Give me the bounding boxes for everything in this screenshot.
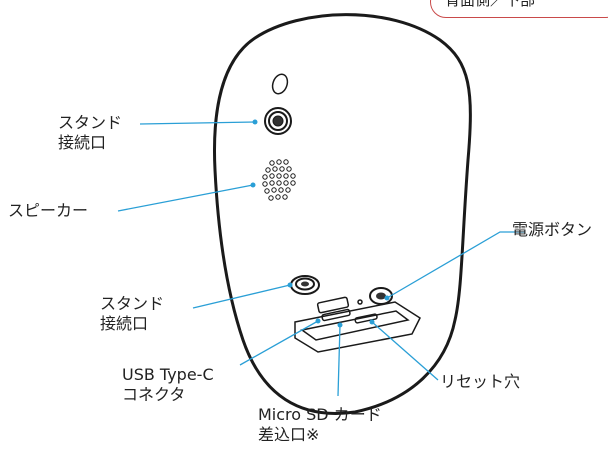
callout-stand-bottom: スタンド 接続口 <box>100 294 164 334</box>
stand-port-top <box>264 107 292 135</box>
callout-usb-line1: USB Type-C <box>122 365 214 384</box>
header-title: 背面側／下部 <box>445 0 536 9</box>
callout-reset: リセット穴 <box>440 372 521 391</box>
header-tag: 背面側／下部 <box>430 0 608 18</box>
stand-port-bottom <box>290 275 320 295</box>
callout-microsd: Micro SD カード 差込口※ <box>258 405 382 445</box>
callout-microsd-line1: Micro SD カード <box>258 405 382 424</box>
callout-power: 電源ボタン <box>512 220 593 239</box>
callout-usb: USB Type-C コネクタ <box>122 365 214 405</box>
callout-speaker: スピーカー <box>8 201 89 220</box>
speaker-grille <box>262 159 296 201</box>
device-body <box>213 13 472 415</box>
top-hole <box>271 73 289 95</box>
callout-stand-top-line2: 接続口 <box>58 133 107 152</box>
connector-panel <box>294 296 421 353</box>
leader-lines <box>117 121 525 397</box>
callout-stand-top: スタンド 接続口 <box>58 113 122 153</box>
callout-stand-top-line1: スタンド <box>58 113 123 132</box>
callout-microsd-line2: 差込口※ <box>258 425 320 444</box>
leader-dots <box>250 119 390 328</box>
callout-stand-bottom-line1: スタンド <box>100 294 165 313</box>
power-button <box>369 287 393 305</box>
callout-usb-line2: コネクタ <box>122 385 186 404</box>
callout-stand-bottom-line2: 接続口 <box>100 314 149 333</box>
